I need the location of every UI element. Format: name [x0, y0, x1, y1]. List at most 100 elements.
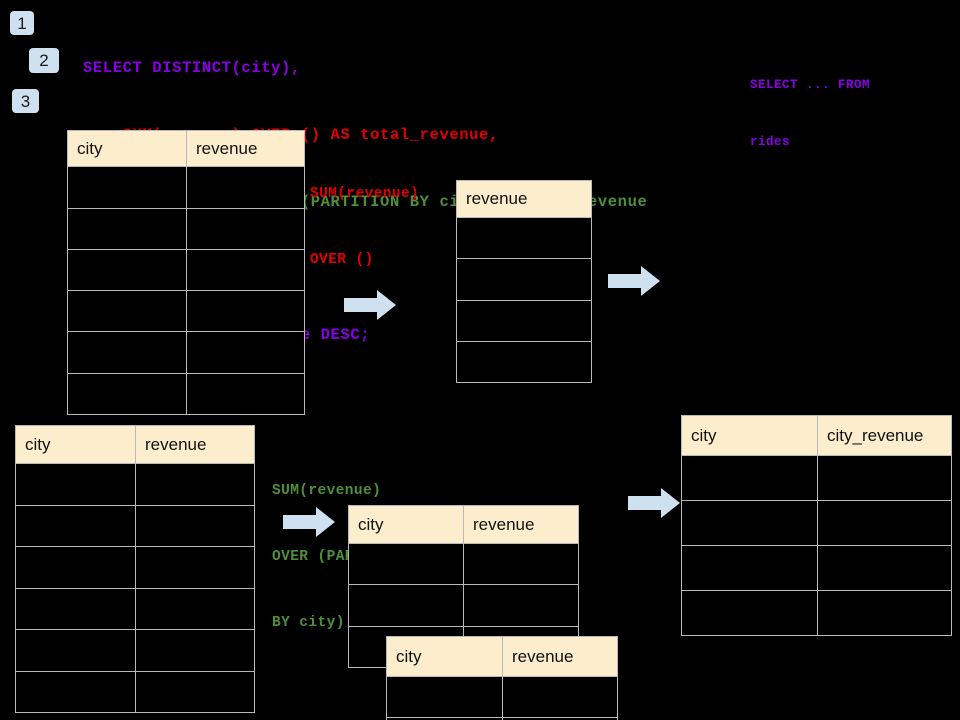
table-row	[67, 331, 305, 374]
partition-table-b: city revenue	[386, 636, 618, 720]
cell-city	[348, 543, 464, 586]
table-row	[456, 340, 592, 384]
cell-city	[67, 207, 187, 250]
cell-city-revenue	[817, 590, 952, 636]
table-row	[15, 670, 255, 713]
column-header-city: city	[681, 415, 818, 456]
sql-aside-line-2: rides	[750, 135, 791, 149]
table-row	[15, 629, 255, 672]
cell-revenue	[135, 546, 255, 589]
cell-revenue	[186, 207, 305, 250]
annotation-city-revenue-line-1: SUM(revenue)	[272, 483, 382, 499]
table-row	[15, 504, 255, 548]
column-header-revenue: revenue	[456, 179, 592, 219]
table-row	[15, 587, 255, 631]
table-row	[67, 207, 305, 250]
annotation-total-revenue: SUM(revenue) OVER ()	[310, 139, 419, 315]
table-header-row: revenue	[456, 179, 592, 219]
cell-revenue	[135, 587, 255, 631]
step-badge-1: 1	[10, 11, 34, 35]
result-table: city city_revenue	[681, 415, 952, 636]
column-header-city: city	[348, 504, 464, 545]
total-revenue-table: revenue	[456, 179, 592, 384]
cell-revenue	[186, 248, 305, 292]
column-header-revenue: revenue	[463, 504, 579, 545]
cell-city	[15, 546, 136, 589]
arrow-source-to-total-icon	[344, 290, 396, 320]
cell-city	[67, 166, 187, 209]
column-header-revenue: revenue	[502, 636, 618, 677]
cell-revenue	[456, 299, 592, 342]
cell-revenue	[502, 717, 618, 720]
annotation-city-revenue-line-3: BY city)	[272, 615, 345, 631]
table-row	[681, 500, 952, 546]
table-header-row: city revenue	[67, 129, 305, 168]
step-badge-1-label: 1	[17, 13, 27, 33]
arrow-total-to-result-icon	[608, 266, 660, 296]
cell-revenue	[456, 217, 592, 260]
cell-city	[386, 676, 503, 718]
column-header-revenue: revenue	[186, 129, 305, 168]
cell-revenue	[186, 372, 305, 416]
table-header-row: city revenue	[15, 424, 255, 465]
cell-city-revenue	[817, 545, 952, 591]
table-row	[348, 584, 579, 627]
cell-revenue	[186, 331, 305, 374]
table-header-row: city city_revenue	[681, 415, 952, 456]
table-row	[386, 676, 618, 718]
cell-revenue	[186, 290, 305, 333]
column-header-city: city	[386, 636, 503, 677]
column-header-city-revenue: city_revenue	[817, 415, 952, 456]
cell-city	[15, 463, 136, 506]
cell-city-revenue	[817, 455, 952, 501]
table-row	[67, 372, 305, 416]
cell-revenue	[463, 584, 579, 627]
cell-city	[15, 670, 136, 713]
cell-revenue	[135, 629, 255, 672]
arrow-partition-to-result-icon	[628, 488, 680, 518]
step-badge-2-label: 2	[39, 51, 49, 70]
cell-city-revenue	[817, 500, 952, 546]
table-row	[456, 258, 592, 301]
sql-line-select: SELECT DISTINCT(city),	[83, 59, 301, 78]
cell-city	[681, 500, 818, 546]
cell-revenue	[456, 258, 592, 301]
cell-city	[15, 587, 136, 631]
sql-aside-block: SELECT ... FROM rides	[750, 38, 870, 190]
cell-revenue	[186, 166, 305, 209]
cell-revenue	[502, 676, 618, 718]
sql-aside-line-1: SELECT ... FROM	[750, 78, 871, 92]
cell-revenue	[135, 504, 255, 548]
table-row	[386, 717, 618, 720]
annotation-total-revenue-line-2: OVER ()	[310, 252, 374, 268]
table-row	[681, 590, 952, 636]
table-header-row: city revenue	[386, 636, 618, 677]
cell-city	[67, 290, 187, 333]
cell-city	[681, 455, 818, 501]
table-row	[681, 545, 952, 591]
rides-source-table-lower: city revenue	[15, 424, 255, 713]
cell-city	[67, 331, 187, 374]
cell-city	[67, 372, 187, 416]
annotation-total-revenue-line-1: SUM(revenue)	[310, 186, 420, 202]
cell-city	[67, 248, 187, 292]
column-header-city: city	[67, 129, 187, 168]
step-badge-3-label: 3	[20, 91, 31, 111]
table-row	[456, 217, 592, 260]
table-row	[348, 543, 579, 586]
cell-revenue	[463, 543, 579, 586]
cell-city	[15, 504, 136, 548]
cell-city	[681, 590, 818, 636]
arrow-lower-to-partition-icon	[283, 507, 335, 537]
cell-revenue	[135, 670, 255, 713]
cell-city	[348, 584, 464, 627]
table-row	[67, 166, 305, 209]
column-header-city: city	[15, 424, 136, 465]
rides-source-table: city revenue	[67, 129, 305, 416]
cell-revenue	[135, 463, 255, 506]
table-row	[15, 546, 255, 589]
column-header-revenue: revenue	[135, 424, 255, 465]
cell-revenue	[456, 340, 592, 384]
table-row	[67, 290, 305, 333]
